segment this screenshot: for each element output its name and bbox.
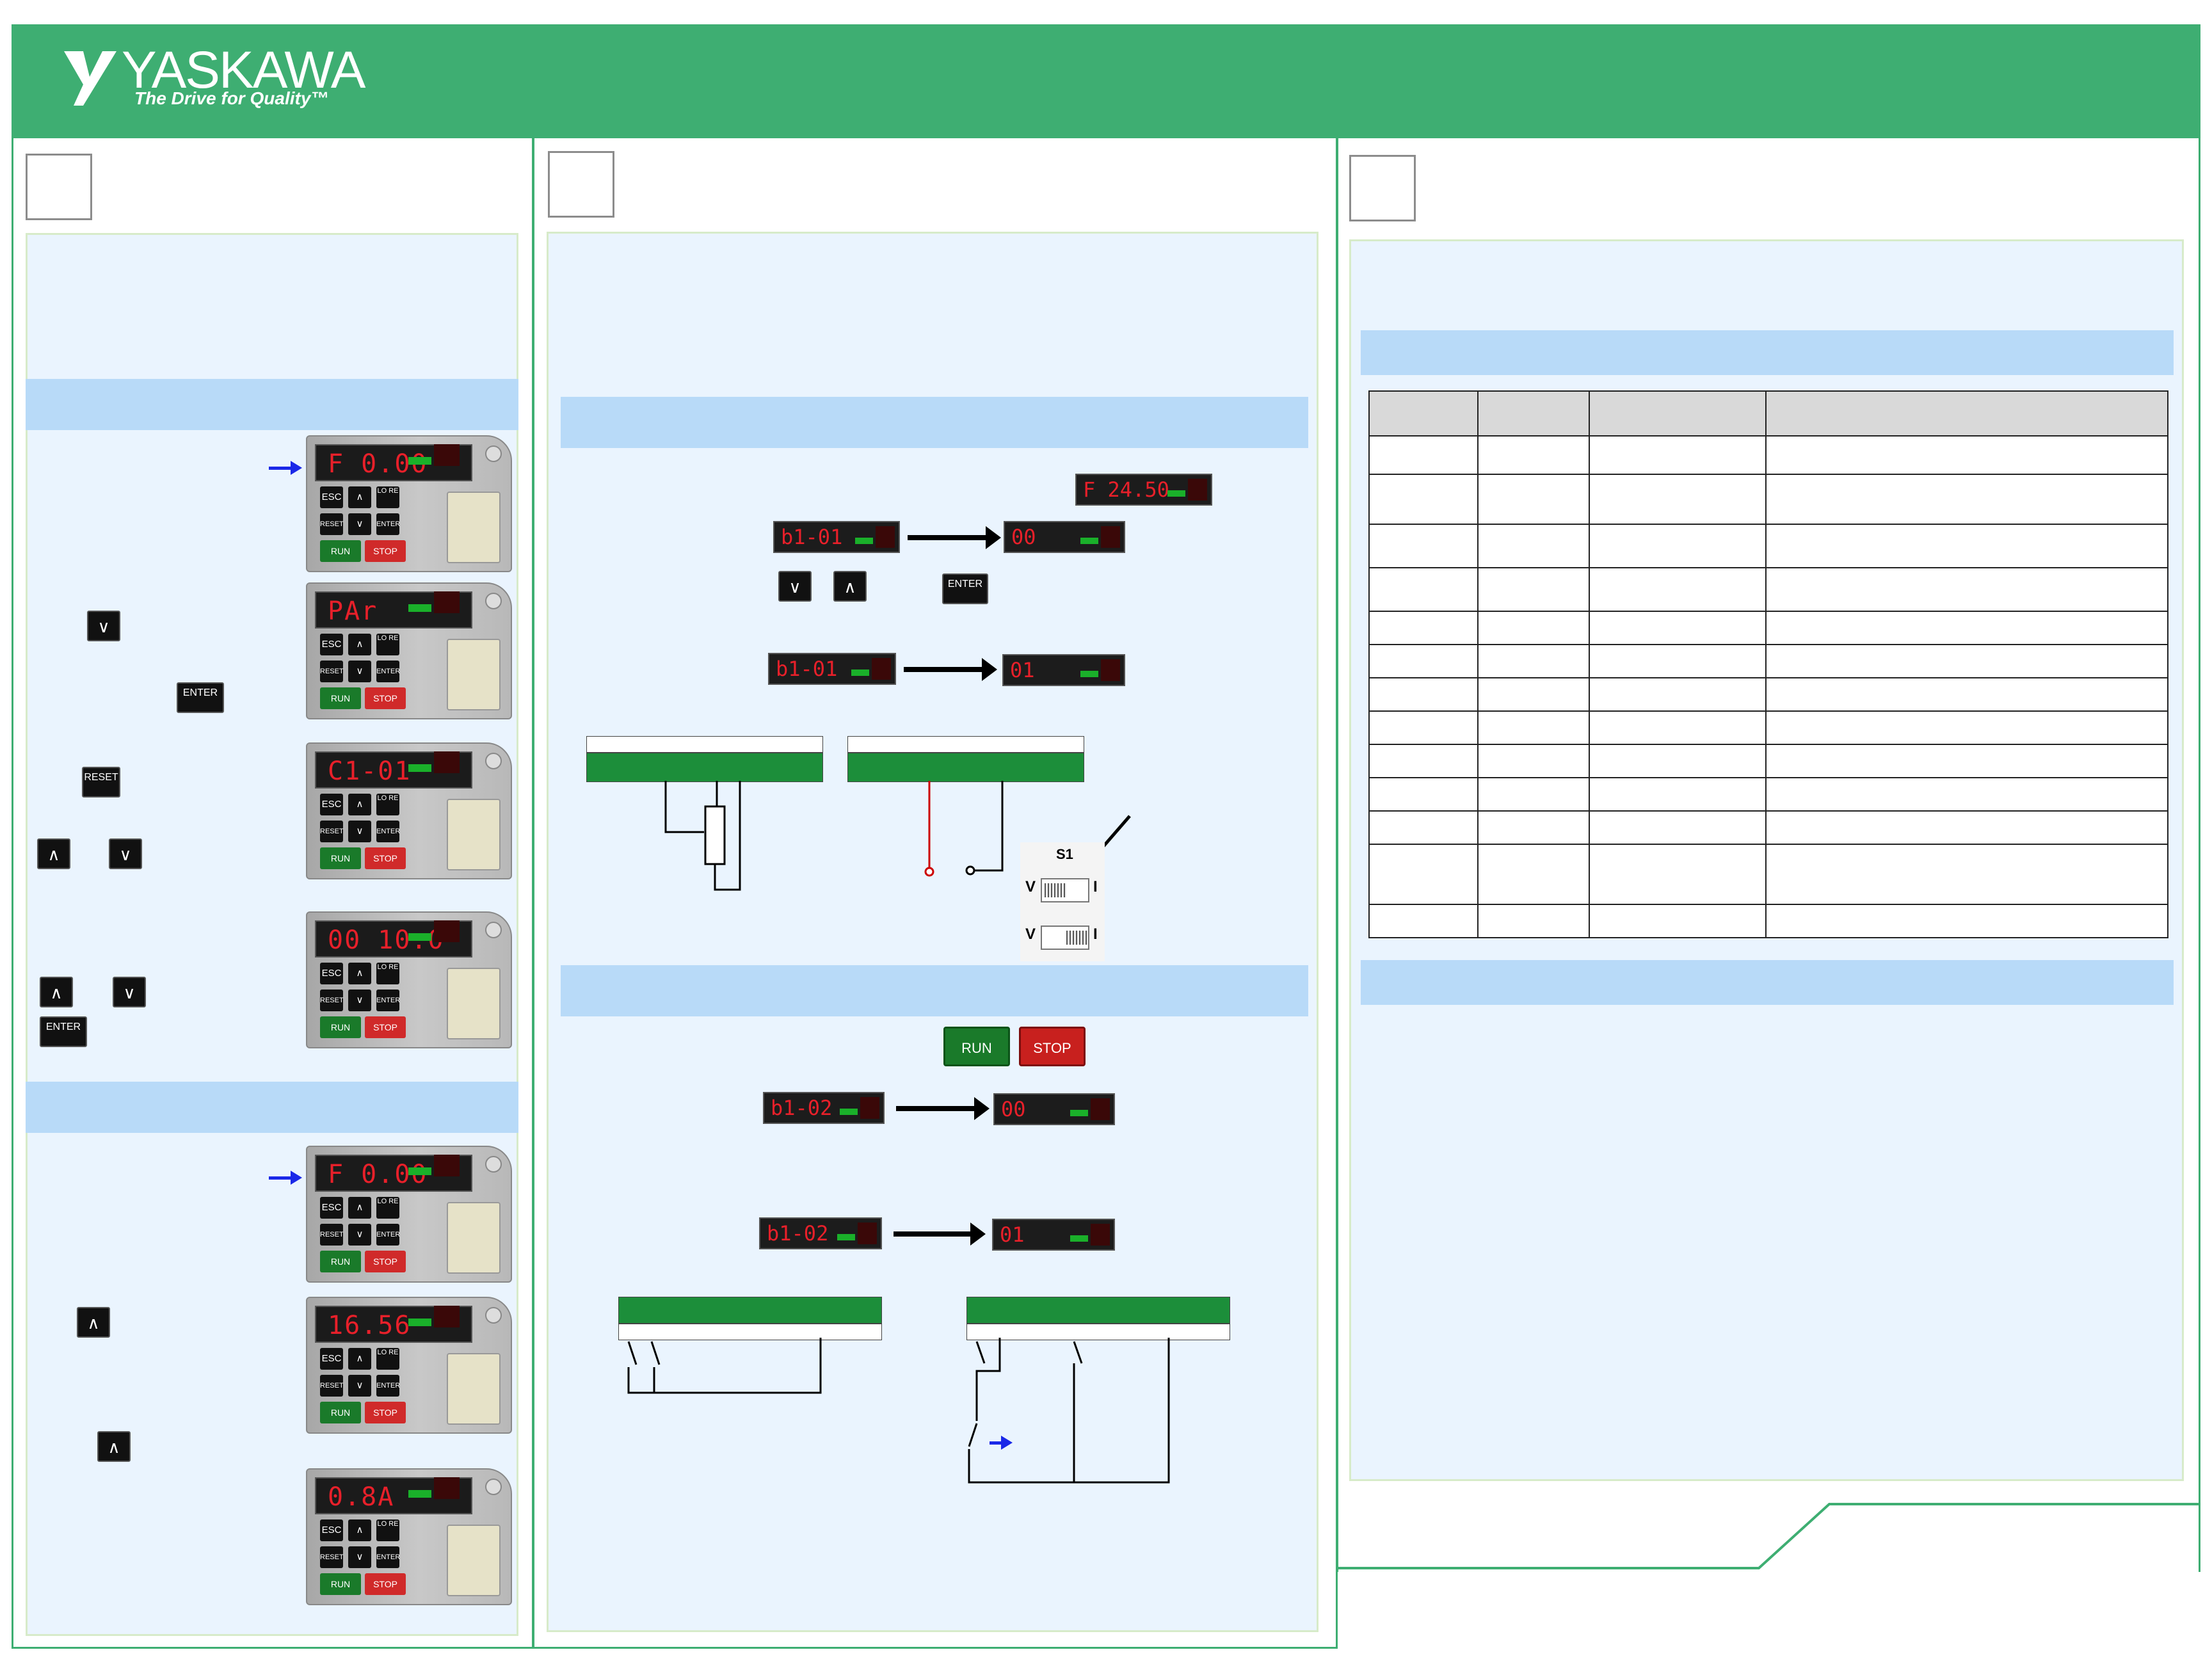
enter-key[interactable]: ENTER — [177, 682, 224, 713]
flow-arrow-3 — [896, 1097, 990, 1120]
col2-section-band-1 — [561, 397, 1308, 448]
switch-v-label-2: V — [1025, 926, 1036, 943]
switch-v-label-1: V — [1025, 878, 1036, 895]
flow-arrow-4 — [894, 1222, 986, 1246]
three-wire-switch-wiring-icon — [968, 1338, 1170, 1484]
table-row — [1368, 435, 2168, 475]
dip-switch-s1: S1 V I V I — [1020, 842, 1105, 961]
display-b1-02-a: b1-02 — [763, 1092, 885, 1124]
terminal-strip-4 — [966, 1297, 1230, 1348]
switch-i-label-1: I — [1093, 878, 1098, 895]
table-row — [1368, 644, 2168, 678]
table-row — [1368, 844, 2168, 905]
enter-key-3[interactable]: ENTER — [942, 573, 988, 604]
table-row — [1368, 744, 2168, 778]
switch-toggle-2[interactable] — [1041, 926, 1089, 950]
display-00-a: 00 — [1004, 521, 1125, 553]
table-row — [1368, 710, 2168, 745]
yaskawa-logo-icon — [64, 51, 116, 106]
table-row — [1368, 677, 2168, 712]
col2-section-band-2 — [561, 965, 1308, 1016]
parameter-table — [1368, 390, 2168, 938]
table-row — [1368, 810, 2168, 845]
table-row — [1368, 611, 2168, 645]
brand-name: YASKAWA — [122, 41, 365, 99]
brand-tagline: The Drive for Quality™ — [134, 88, 329, 108]
header-bar — [12, 24, 2200, 138]
flow-arrow-1 — [908, 526, 1001, 549]
col2-panel — [547, 232, 1318, 1632]
switch-i-label-2: I — [1093, 926, 1098, 943]
page-corner-outline — [1336, 1503, 2200, 1569]
run-button[interactable]: RUN — [943, 1027, 1010, 1066]
display-b1-01-a: b1-01 — [773, 521, 900, 553]
step-number-box-2 — [548, 151, 614, 218]
stop-button[interactable]: STOP — [1019, 1027, 1086, 1066]
table-row — [1368, 904, 2168, 938]
col3-section-band-1 — [1361, 330, 2174, 375]
up-key-5[interactable]: ∧ — [833, 571, 867, 602]
switch-label-s1: S1 — [1056, 846, 1073, 862]
col1-section-band-1 — [26, 379, 518, 430]
up-key[interactable]: ∧ — [37, 838, 70, 869]
terminal-strip-1 — [586, 736, 823, 787]
potentiometer-wiring-icon — [664, 781, 741, 891]
up-key-2[interactable]: ∧ — [40, 977, 73, 1007]
down-key-3[interactable]: ∨ — [113, 977, 146, 1007]
pointer-arrow-2 — [269, 1171, 302, 1185]
enter-key-2[interactable]: ENTER — [40, 1016, 87, 1047]
up-key-3[interactable]: ∧ — [77, 1307, 110, 1338]
up-key-4[interactable]: ∧ — [97, 1431, 131, 1462]
step-number-box-3 — [1349, 155, 1416, 221]
pointer-arrow-1 — [269, 461, 302, 475]
flow-arrow-2 — [904, 658, 997, 681]
table-row — [1368, 777, 2168, 812]
display-00-b: 00 — [993, 1093, 1115, 1125]
terminal-strip-3 — [618, 1297, 882, 1348]
terminal-strip-2 — [847, 736, 1084, 787]
reset-key[interactable]: RESET — [82, 767, 120, 797]
down-key-2[interactable]: ∨ — [109, 838, 142, 869]
display-f2450: F 24.50 — [1075, 474, 1212, 506]
down-key-4[interactable]: ∨ — [778, 571, 812, 602]
switch-toggle-1[interactable] — [1041, 878, 1089, 902]
pointer-arrow-3 — [990, 1436, 1013, 1450]
down-key[interactable]: ∨ — [87, 611, 120, 641]
display-01-a: 01 — [1002, 654, 1125, 686]
display-b1-02-b: b1-02 — [759, 1217, 882, 1249]
col1-section-band-2 — [26, 1082, 518, 1133]
step-number-box-1 — [26, 154, 92, 220]
table-row — [1368, 567, 2168, 612]
table-row — [1368, 474, 2168, 525]
display-01-b: 01 — [992, 1219, 1115, 1251]
column-3 — [1336, 138, 2200, 1572]
analog-input-wiring-icon — [924, 781, 1004, 877]
display-b1-01-b: b1-01 — [768, 653, 896, 685]
col3-section-band-2 — [1361, 960, 2174, 1005]
table-row — [1368, 524, 2168, 568]
table-header-row — [1368, 390, 2168, 437]
two-wire-switch-wiring-icon — [627, 1338, 822, 1394]
